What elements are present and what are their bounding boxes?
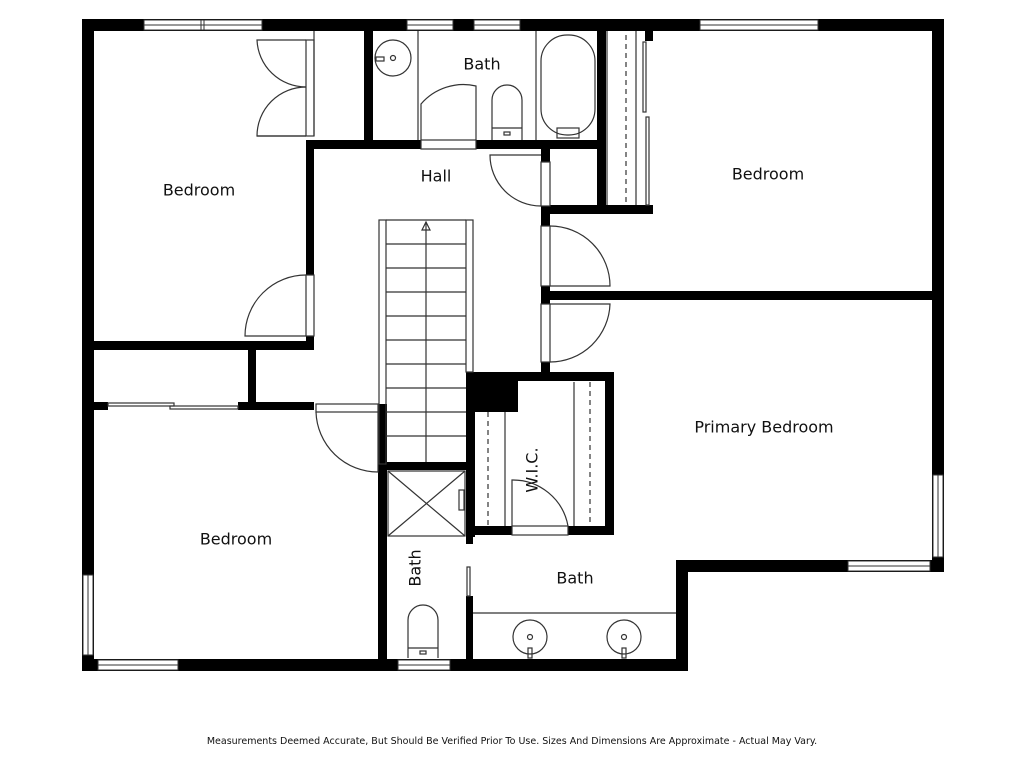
room-label-hall: Hall — [420, 166, 452, 186]
windows — [82, 19, 944, 671]
room-label-wic: W.I.C. — [522, 447, 542, 493]
fixtures — [107, 31, 676, 659]
room-label-primary-bedroom: Primary Bedroom — [694, 417, 834, 437]
room-label-bedroom-ne: Bedroom — [731, 164, 805, 184]
room-label-bath-small: Bath — [405, 549, 425, 587]
room-label-bedroom-nw: Bedroom — [162, 180, 236, 200]
interior-walls — [94, 31, 932, 670]
room-label-bath-primary: Bath — [556, 568, 594, 588]
room-label-bedroom-sw: Bedroom — [199, 529, 273, 549]
room-label-bath-top: Bath — [463, 54, 501, 74]
disclaimer-text: Measurements Deemed Accurate, But Should… — [206, 736, 818, 747]
